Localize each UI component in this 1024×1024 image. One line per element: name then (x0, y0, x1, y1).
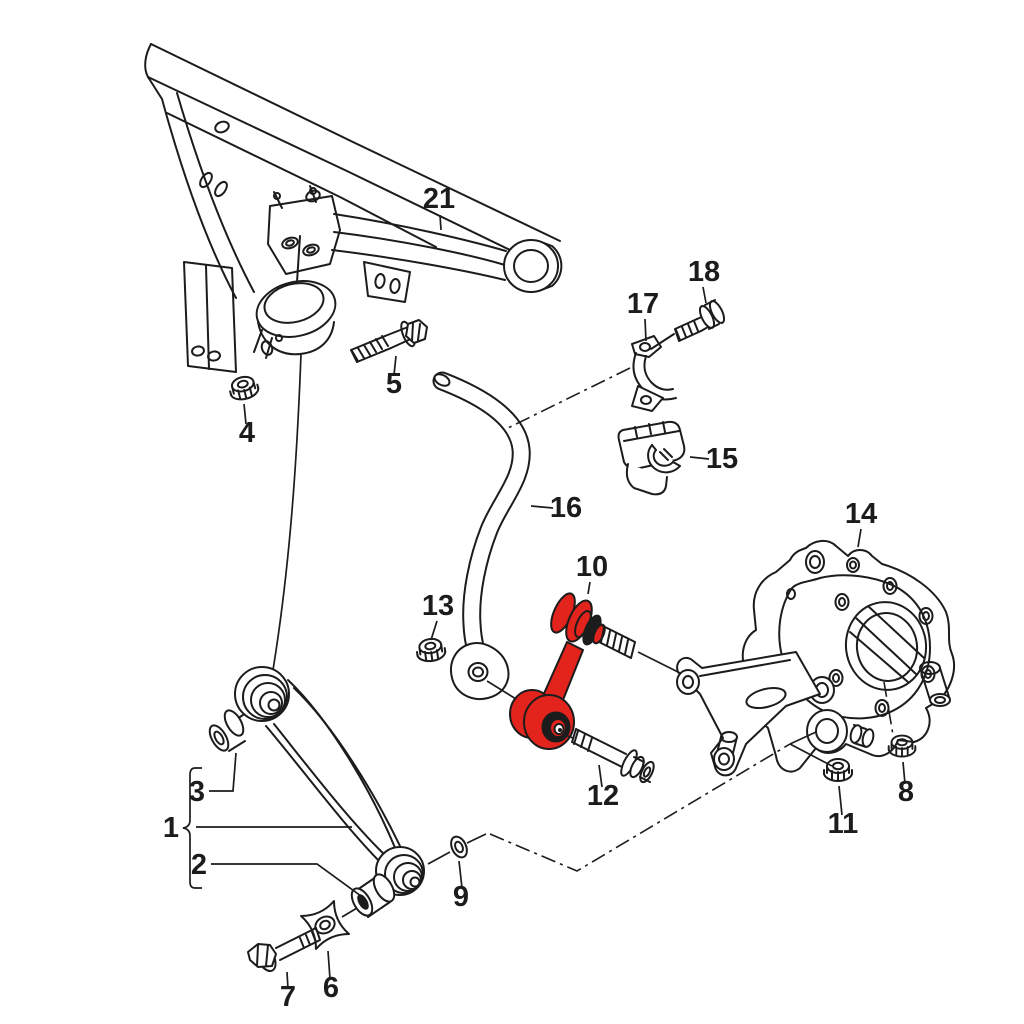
nut-8-axis-line (883, 681, 894, 736)
stabilizer-bushing-15 (617, 420, 686, 496)
clamp-bracket-17 (631, 333, 677, 412)
leader-line-part-4 (243, 403, 247, 425)
part-label-1: 1 (163, 812, 179, 844)
nut-11 (823, 758, 853, 782)
part-label-12: 12 (587, 780, 619, 812)
part-label-7: 7 (280, 981, 296, 1013)
arm-front-bushing-eye (234, 666, 290, 722)
wheel-bearing-housing-14 (676, 540, 955, 777)
leader-line-part-16 (530, 505, 554, 509)
leader-line-part-11 (838, 785, 843, 816)
part-label-17: 17 (627, 288, 659, 320)
assembly-axis-lines (310, 731, 833, 932)
control-arm-1 (234, 666, 425, 896)
part-label-16: 16 (550, 492, 582, 524)
stud-to-bracket-line (637, 651, 681, 674)
subframe-crossmember (144, 43, 563, 373)
leader-line-part-18 (702, 286, 707, 304)
part-label-4: 4 (239, 417, 255, 449)
leader-line-part-15 (689, 456, 710, 460)
part-label-6: 6 (323, 972, 339, 1004)
part-label-18: 18 (688, 256, 720, 288)
leader-line-part-9 (458, 860, 463, 889)
nut-13 (414, 636, 448, 664)
bolt-18 (674, 299, 726, 342)
bolt-5 (350, 319, 428, 363)
part-label-2: 2 (191, 849, 207, 881)
stabilizer-link-bracket (676, 651, 821, 777)
leader-line-part-10 (587, 581, 591, 595)
link-to-bolt-line (564, 734, 574, 739)
part-label-8: 8 (898, 776, 914, 808)
subframe-to-arm-alignment-line (272, 353, 302, 671)
link-threaded-stud (598, 625, 636, 659)
side-bushing-tube (919, 667, 951, 701)
leader-line-part-12 (598, 764, 603, 788)
part-label-3: 3 (189, 776, 205, 808)
leader-line-part-5 (393, 355, 397, 376)
leader-line-part-21 (439, 214, 442, 231)
bar-eyelet-to-link-line (486, 680, 517, 700)
washer-9 (450, 835, 468, 859)
nut-8 (887, 734, 917, 758)
part-label-13: 13 (422, 590, 454, 622)
leader-line-part-6 (327, 950, 331, 980)
leader-line-part-8 (902, 761, 906, 785)
leader-line-part-2 (211, 863, 362, 897)
part-label-14: 14 (845, 498, 877, 530)
part-label-15: 15 (706, 443, 738, 475)
leader-line-part-13 (430, 620, 438, 641)
bolt-7 (247, 927, 321, 972)
leader-line-part-7 (286, 971, 289, 990)
part-label-9: 9 (453, 881, 469, 913)
part-label-11: 11 (828, 808, 859, 840)
leader-line-part-3 (209, 752, 237, 792)
part-label-5: 5 (386, 368, 402, 400)
bolt-12 (571, 728, 655, 784)
stabilizer-link-10 (509, 592, 636, 750)
leader-line-part-14 (857, 528, 862, 548)
part-label-10: 10 (576, 551, 608, 583)
part-1-group-brace (182, 767, 202, 889)
bushing-3 (208, 709, 246, 752)
part-label-21: 21 (423, 183, 455, 215)
clamp-axis-line (507, 367, 631, 429)
nut-4 (226, 372, 262, 404)
leader-line-part-17 (644, 318, 647, 342)
bushing-2 (350, 873, 396, 918)
stabilizer-bar-eyelet (450, 642, 510, 700)
